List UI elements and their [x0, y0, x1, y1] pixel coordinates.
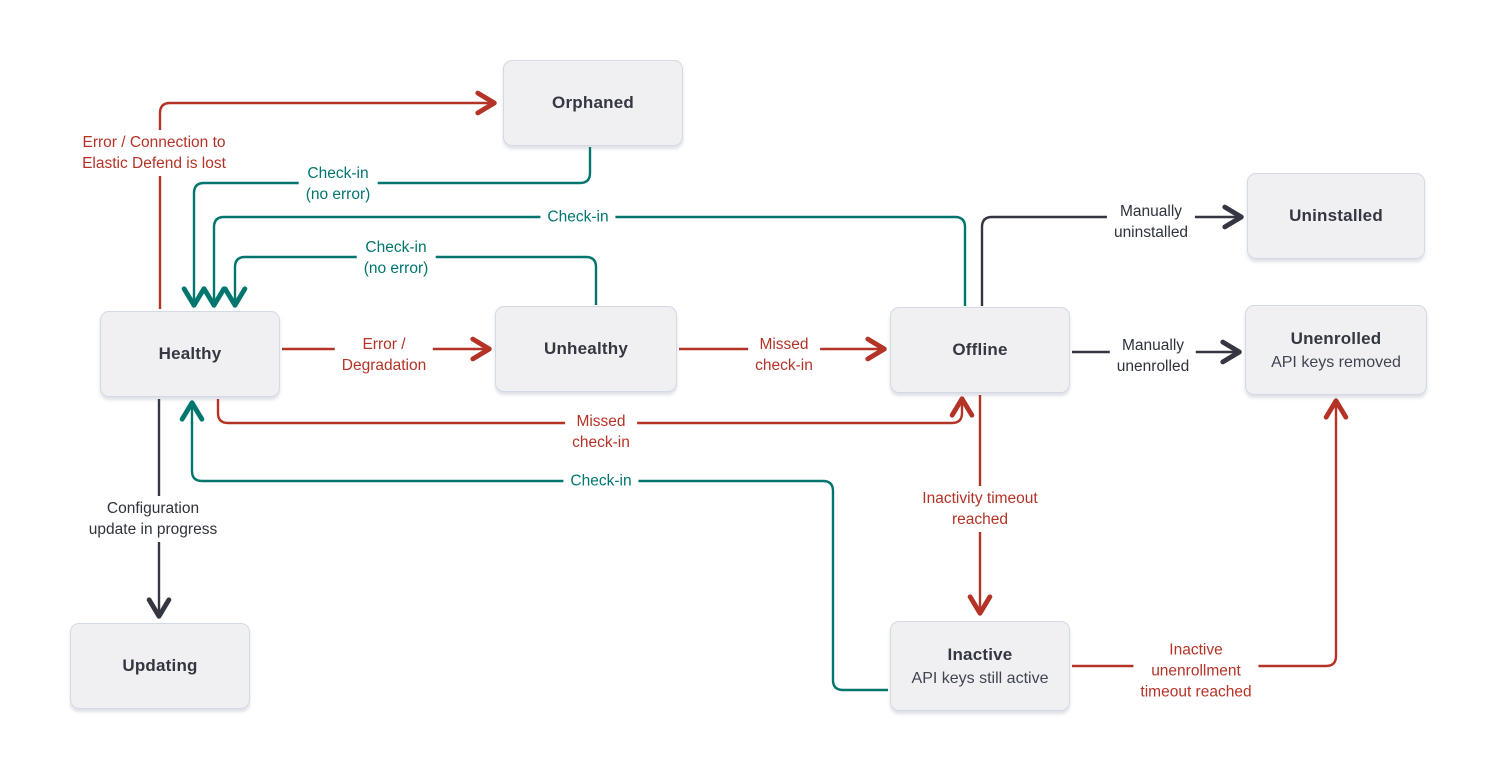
edge-label-checkin-no-error-unhealthy: Check-in (no error)	[356, 235, 436, 281]
state-label-offline: Offline	[952, 340, 1008, 359]
edge-label-inactivity-timeout: Inactivity timeout reached	[915, 486, 1045, 532]
state-label-uninstalled: Uninstalled	[1289, 206, 1383, 225]
edge-label-missed-checkin-unhealthy: Missed check-in	[748, 332, 820, 378]
edge-label-configuration-update: Configuration update in progress	[81, 496, 225, 542]
edge-label-manually-uninstalled: Manually uninstalled	[1106, 199, 1196, 245]
edge-label-manually-unenrolled: Manually unenrolled	[1109, 333, 1197, 379]
state-label-updating: Updating	[122, 656, 198, 675]
state-box-offline: Offline	[890, 307, 1070, 393]
edge-label-checkin-offline: Check-in	[540, 204, 616, 230]
edge-inactive-healthy	[179, 400, 888, 692]
edge-offline-uninstalled	[980, 204, 1244, 306]
state-label-healthy: Healthy	[158, 344, 222, 363]
state-label-unhealthy: Unhealthy	[544, 339, 628, 358]
edge-label-missed-checkin-healthy: Missed check-in	[565, 409, 637, 455]
state-box-updating: Updating	[70, 623, 250, 709]
edge-label-error-degradation: Error / Degradation	[334, 332, 434, 378]
state-box-healthy: Healthy	[100, 311, 280, 397]
edge-label-inactive-unenrollment-timeout: Inactive unenrollment timeout reached	[1133, 637, 1259, 705]
edge-healthy-orphaned	[158, 90, 497, 309]
edge-inactive-unenrolled	[1072, 398, 1349, 668]
edge-orphaned-healthy	[181, 147, 592, 308]
state-label-orphaned: Orphaned	[552, 93, 634, 112]
edge-offline-healthy	[201, 215, 967, 308]
edge-label-checkin-no-error-orphaned: Check-in (no error)	[298, 161, 378, 207]
state-box-uninstalled: Uninstalled	[1247, 173, 1425, 259]
state-sublabel-unenrolled: API keys removed	[1271, 353, 1401, 371]
state-box-inactive: Inactive API keys still active	[890, 621, 1070, 711]
state-sublabel-inactive: API keys still active	[911, 669, 1049, 687]
state-box-unenrolled: Unenrolled API keys removed	[1245, 305, 1427, 395]
state-label-unenrolled: Unenrolled	[1290, 328, 1382, 348]
edge-label-checkin-inactive: Check-in	[563, 468, 639, 494]
state-box-orphaned: Orphaned	[503, 60, 683, 146]
state-box-unhealthy: Unhealthy	[495, 306, 677, 392]
state-label-inactive: Inactive	[947, 644, 1013, 664]
edge-label-error-connection-lost: Error / Connection to Elastic Defend is …	[75, 130, 233, 176]
